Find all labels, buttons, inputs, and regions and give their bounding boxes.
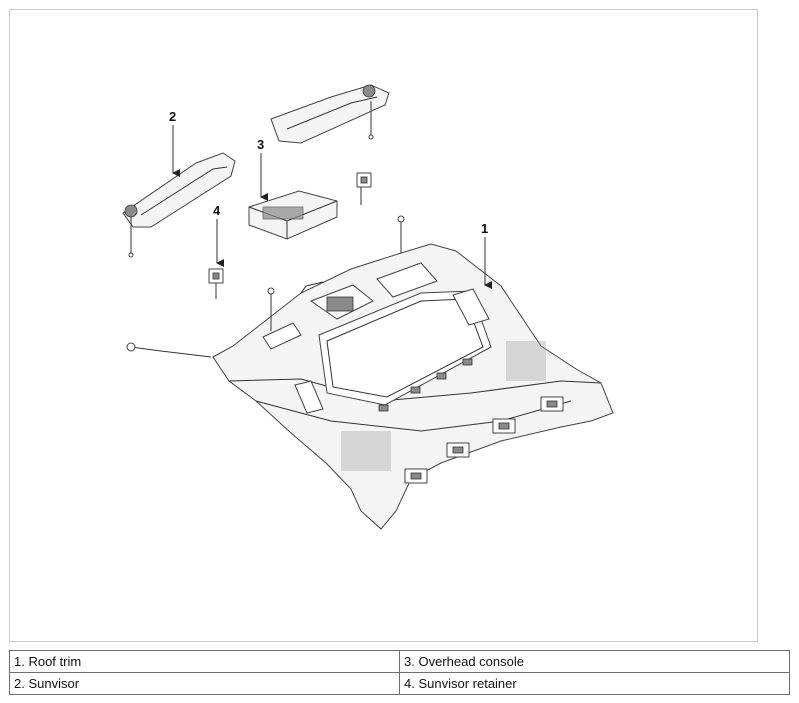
roof-trim-part bbox=[126, 215, 614, 530]
legend-cell-sunvisor: 2. Sunvisor bbox=[9, 672, 400, 695]
legend-cell-overhead-console: 3. Overhead console bbox=[399, 650, 790, 673]
callout-4: 4 bbox=[213, 203, 221, 218]
diagram-frame: 1 2 3 4 bbox=[9, 9, 758, 642]
sunvisor-left-part bbox=[122, 152, 236, 258]
sunvisor-retainer-left-part bbox=[208, 268, 224, 299]
parts-legend-table: 1. Roof trim 3. Overhead console 2. Sunv… bbox=[9, 650, 790, 695]
callout-1: 1 bbox=[481, 221, 488, 236]
callout-3: 3 bbox=[257, 137, 264, 152]
callout-2: 2 bbox=[169, 109, 176, 124]
sunvisor-right-part bbox=[270, 84, 390, 144]
legend-cell-sunvisor-retainer: 4. Sunvisor retainer bbox=[399, 672, 790, 695]
legend-row: 2. Sunvisor 4. Sunvisor retainer bbox=[9, 672, 790, 695]
legend-cell-roof-trim: 1. Roof trim bbox=[9, 650, 400, 673]
sunvisor-retainer-right-part bbox=[356, 172, 372, 205]
exploded-view-diagram: 1 2 3 4 bbox=[122, 84, 614, 530]
legend-row: 1. Roof trim 3. Overhead console bbox=[9, 650, 790, 673]
overhead-console-part bbox=[248, 190, 338, 240]
